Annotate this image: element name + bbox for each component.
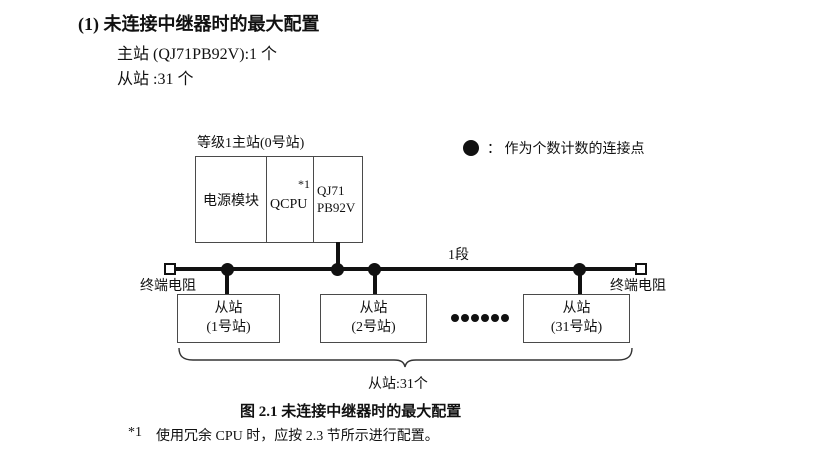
slave-total-label: 从站:31个 — [368, 377, 428, 392]
terminating-resistor-right-label: 终端电阻 — [610, 279, 666, 294]
master-station-label: 等级1主站(0号站) — [197, 136, 305, 151]
legend: ： 作为个数计数的连接点 — [463, 138, 645, 158]
connection-dot-slave31 — [573, 263, 586, 276]
connection-dot-slave2 — [368, 263, 381, 276]
slave2-label-line2: (2号站) — [351, 319, 396, 335]
slave-station-1-box: 从站 (1号站) — [177, 294, 280, 343]
slave1-label-line2: (1号站) — [206, 319, 251, 335]
footnote-marker: *1 — [128, 425, 142, 440]
ellipsis-dots-icon — [451, 314, 509, 322]
connection-dot-slave1 — [221, 263, 234, 276]
terminating-resistor-left-icon — [164, 263, 176, 275]
slave31-drop-line — [578, 269, 582, 295]
slave1-label-line1: 从站 — [214, 300, 243, 316]
master-station-box: 电源模块 *1 QCPU QJ71 PB92V — [195, 156, 363, 243]
pb92v-label-line1: QJ71 — [317, 182, 345, 198]
slave31-label-line1: 从站 — [562, 300, 591, 316]
slave-station-2-box: 从站 (2号站) — [320, 294, 427, 343]
power-module-cell: 电源模块 — [196, 157, 267, 242]
footnote: *1 使用冗余 CPU 时，应按 2.3 节所示进行配置。 — [128, 425, 439, 445]
pb92v-label-line2: PB92V — [317, 199, 356, 215]
master-count-line: 主站 (QJ71PB92V):1 个 — [117, 46, 278, 63]
connection-point-icon — [463, 140, 479, 156]
slave2-label-line1: 从站 — [359, 300, 388, 316]
cpu-label: QCPU — [270, 197, 308, 212]
master-drop-line — [336, 242, 340, 269]
slave1-drop-line — [225, 269, 229, 295]
slave31-label-line2: (31号站) — [550, 319, 603, 335]
footnote-text: 使用冗余 CPU 时，应按 2.3 节所示进行配置。 — [156, 429, 439, 444]
pb92v-cell: QJ71 PB92V — [314, 157, 362, 242]
section-heading: (1) 未连接中继器时的最大配置 — [78, 14, 320, 34]
bus-line — [172, 267, 642, 271]
legend-text: ： 作为个数计数的连接点 — [487, 142, 645, 157]
terminating-resistor-left-label: 终端电阻 — [140, 279, 196, 294]
figure-caption: 图 2.1 未连接中继器时的最大配置 — [240, 404, 462, 420]
footnote-reference: *1 — [298, 177, 310, 191]
terminating-resistor-right-icon — [635, 263, 647, 275]
segment-label: 1段 — [448, 248, 469, 263]
underbrace — [178, 347, 633, 368]
cpu-cell: *1 QCPU — [267, 157, 314, 242]
slave2-drop-line — [373, 269, 377, 295]
slave-count-line: 从站 :31 个 — [117, 71, 194, 88]
connection-dot-master — [331, 263, 344, 276]
slave-station-31-box: 从站 (31号站) — [523, 294, 630, 343]
